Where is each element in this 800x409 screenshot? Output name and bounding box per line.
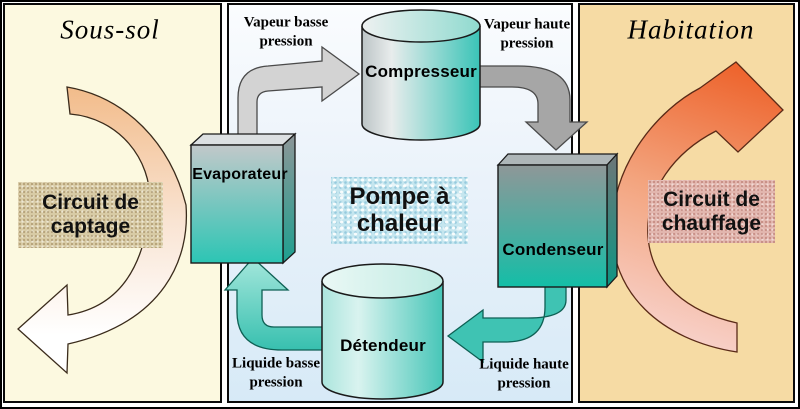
vapor-low-pipe-arrow [237,45,361,147]
condenser-box [496,152,619,289]
evaporator-box [189,132,297,265]
liquid-high-pipe-arrow [446,281,567,364]
compressor-cylinder [361,9,481,141]
chauffage-circuit-arrow [611,61,784,353]
captage-circuit-arrow [17,86,188,375]
liquid-low-pipe-arrow [223,257,325,351]
vapor-high-pipe-arrow [477,65,589,151]
expansion-valve-cylinder [321,263,444,400]
